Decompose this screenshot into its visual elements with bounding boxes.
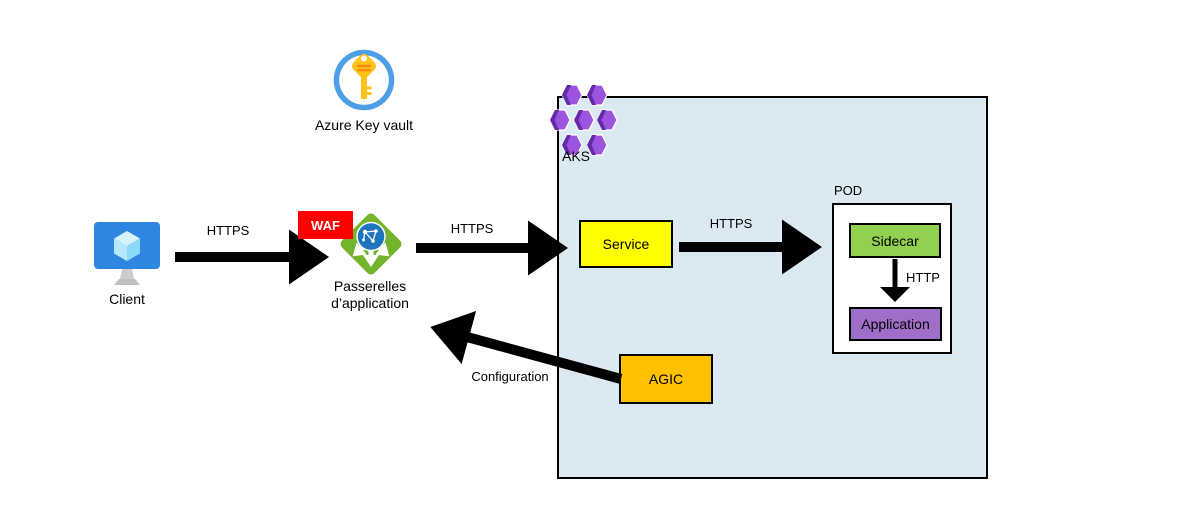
cube-glyph xyxy=(114,231,140,261)
monitor-stand xyxy=(120,269,134,279)
pod-label: POD xyxy=(834,183,863,198)
application-gateway-icon xyxy=(340,213,402,275)
key-vault-label: Azure Key vault xyxy=(314,117,414,133)
client-label: Client xyxy=(109,291,145,307)
sidecar-node: Sidecar xyxy=(849,223,941,258)
client-monitor-icon xyxy=(94,222,160,285)
key-glyph xyxy=(351,53,377,99)
edge-label-https-2: HTTPS xyxy=(450,221,494,236)
globe-network xyxy=(362,229,378,243)
aks-hexagons-icon xyxy=(549,84,618,156)
application-node: Application xyxy=(849,307,942,341)
globe-icon xyxy=(356,221,386,252)
monitor-base xyxy=(114,279,140,285)
agic-node: AGIC xyxy=(619,354,713,404)
service-node: Service xyxy=(579,220,673,268)
waf-badge: WAF xyxy=(298,211,353,239)
gateway-label: Passerelles d’application xyxy=(331,278,409,311)
edge-label-https-3: HTTPS xyxy=(709,216,753,231)
edge-label-configuration: Configuration xyxy=(471,369,549,384)
key-vault-icon xyxy=(333,49,395,111)
hexagon-prisms xyxy=(549,84,618,156)
edge-label-http: HTTP xyxy=(906,270,940,285)
aks-label: AKS xyxy=(562,148,591,164)
edge-label-https-1: HTTPS xyxy=(206,223,250,238)
